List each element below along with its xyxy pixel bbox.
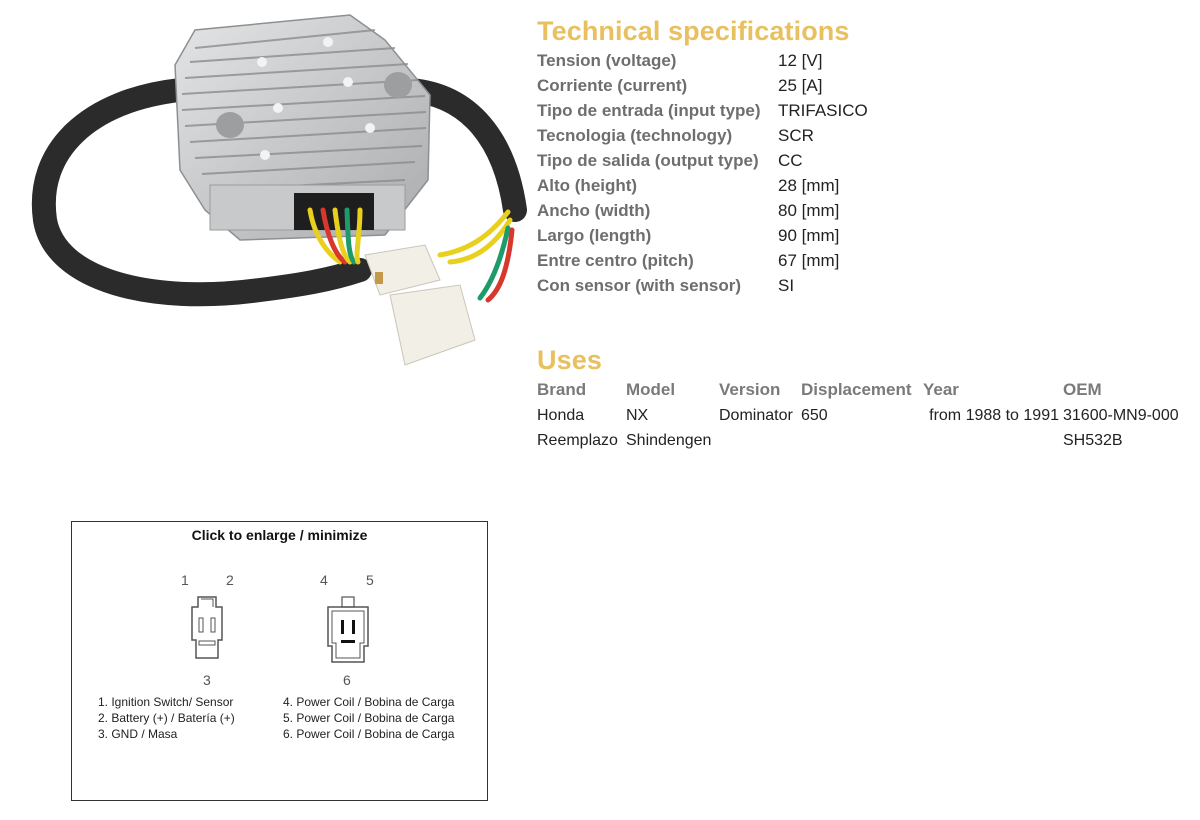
legend-item-6: 6. Power Coil / Bobina de Carga (283, 727, 455, 741)
uses-title: Uses (537, 345, 602, 375)
pin-label-4: 4 (320, 572, 328, 588)
col-displacement: Displacement (801, 380, 912, 399)
spec-label: Tipo de salida (output type) (537, 150, 759, 170)
spec-row: Alto (height) 28 [mm] (537, 173, 868, 198)
legend-right: 4. Power Coil / Bobina de Carga 5. Power… (283, 694, 454, 742)
spec-value: 28 [mm] (778, 175, 840, 195)
spec-label: Alto (height) (537, 175, 638, 195)
regulator-illustration (31, 14, 527, 366)
spec-value: 25 [A] (778, 75, 823, 95)
uses-row: Honda NX Dominator 650 from 1988 to 1991… (537, 403, 1193, 428)
col-model: Model (626, 380, 676, 399)
cell-oem: SH532B (1063, 431, 1123, 449)
spec-value: SI (778, 275, 795, 295)
cell-oem: 31600-MN9-000 (1063, 406, 1179, 424)
col-oem: OEM (1063, 380, 1102, 399)
spec-row: Tecnologia (technology) SCR (537, 123, 868, 148)
spec-label: Corriente (current) (537, 75, 688, 95)
col-version: Version (719, 380, 781, 399)
spec-row: Tension (voltage) 12 [V] (537, 48, 868, 73)
spec-label: Tension (voltage) (537, 50, 677, 70)
product-image (30, 0, 530, 380)
wiring-diagram[interactable]: Click to enlarge / minimize 1 2 3 4 5 6 … (71, 521, 488, 801)
spec-row: Con sensor (with sensor) SI (537, 273, 868, 298)
cell-version (719, 428, 801, 453)
spec-row: Tipo de entrada (input type) TRIFASICO (537, 98, 868, 123)
heatsink (174, 14, 431, 241)
col-brand: Brand (537, 380, 587, 399)
cell-model: NX (626, 406, 649, 424)
cell-version: Dominator (719, 406, 793, 424)
specs-title: Technical specifications (537, 16, 850, 46)
spec-row: Ancho (width) 80 [mm] (537, 198, 868, 223)
cell-displacement (801, 428, 923, 453)
spec-value: SCR (778, 125, 814, 145)
cable (31, 78, 372, 307)
spec-value: 67 [mm] (778, 250, 840, 270)
cell-displacement: 650 (801, 406, 828, 424)
legend-item-1: 1. Ignition Switch/ Sensor (98, 695, 234, 709)
legend-item-5: 5. Power Coil / Bobina de Carga (283, 711, 455, 725)
cell-model: Shindengen (626, 431, 712, 449)
legend-item-3: 3. GND / Masa (98, 727, 178, 741)
spec-row: Largo (length) 90 [mm] (537, 223, 868, 248)
uses-row: Reemplazo Shindengen SH532B (537, 428, 1193, 453)
cell-brand: Honda (537, 406, 585, 424)
connector-a (364, 244, 441, 296)
spec-label: Entre centro (pitch) (537, 250, 694, 270)
spec-value: 12 [V] (778, 50, 823, 70)
spec-value: 80 [mm] (778, 200, 840, 220)
technical-specifications: Technical specifications Tension (voltag… (537, 14, 868, 298)
spec-row: Entre centro (pitch) 67 [mm] (537, 248, 868, 273)
spec-value: CC (778, 150, 803, 170)
cell-brand: Reemplazo (537, 431, 618, 449)
spec-label: Largo (length) (537, 225, 652, 245)
spec-label: Con sensor (with sensor) (537, 275, 742, 295)
cell-year: from 1988 to 1991 (929, 406, 1059, 424)
uses-section: Uses Brand Model Version Displacement Ye… (537, 343, 1193, 453)
spec-label: Tecnologia (technology) (537, 125, 733, 145)
cell-year (923, 428, 1063, 453)
specs-table: Tension (voltage) 12 [V] Corriente (curre… (537, 48, 868, 298)
connector-3pin-female-icon (327, 596, 369, 663)
spec-row: Tipo de salida (output type) CC (537, 148, 868, 173)
col-year: Year (923, 380, 959, 399)
pin-label-3: 3 (203, 672, 211, 688)
uses-table: Brand Model Version Displacement Year OE… (537, 377, 1193, 453)
pin-label-2: 2 (226, 572, 234, 588)
spec-row: Corriente (current) 25 [A] (537, 73, 868, 98)
enlarge-toggle-label[interactable]: Click to enlarge / minimize (191, 527, 368, 543)
connector-3pin-icon (191, 596, 223, 659)
uses-header-row: Brand Model Version Displacement Year OE… (537, 377, 1193, 403)
legend-left: 1. Ignition Switch/ Sensor 2. Battery (+… (98, 694, 235, 742)
connector-b (389, 284, 476, 366)
spec-value: TRIFASICO (778, 100, 868, 120)
pin-label-1: 1 (181, 572, 189, 588)
spec-label: Tipo de entrada (input type) (537, 100, 761, 120)
pin-label-6: 6 (343, 672, 351, 688)
spec-label: Ancho (width) (537, 200, 651, 220)
pin-label-5: 5 (366, 572, 374, 588)
spec-value: 90 [mm] (778, 225, 840, 245)
legend-item-2: 2. Battery (+) / Batería (+) (98, 711, 235, 725)
legend-item-4: 4. Power Coil / Bobina de Carga (283, 695, 455, 709)
